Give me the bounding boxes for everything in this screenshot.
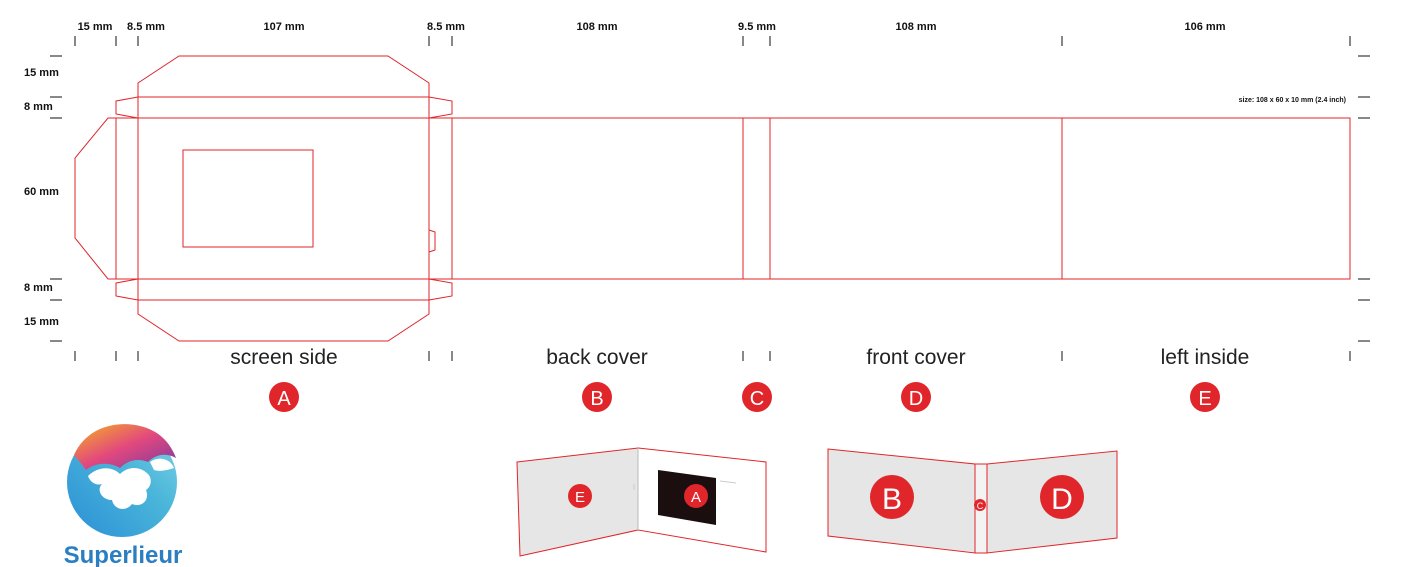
mockup-closed-badge-c: C xyxy=(977,501,984,511)
mockup-closed-brochure: B C D xyxy=(827,448,1118,554)
right-tick-marks xyxy=(1358,55,1370,342)
top-dimension-labels: 15 mm 8.5 mm 107 mm 8.5 mm 108 mm 9.5 mm… xyxy=(78,21,1226,33)
dim-left-1: 15 mm xyxy=(24,67,59,79)
left-dimension-labels: 15 mm 8 mm 60 mm 8 mm 15 mm xyxy=(24,67,59,328)
mockup-open-brochure: E A xyxy=(516,447,767,557)
mockup-open-badge-e: E xyxy=(575,489,585,506)
badge-c: C xyxy=(742,382,772,412)
panel-label-front-cover: front cover xyxy=(866,346,965,369)
svg-text:D: D xyxy=(909,388,923,410)
size-note: size: 108 x 60 x 10 mm (2.4 inch) xyxy=(1239,97,1346,104)
dim-top-2: 8.5 mm xyxy=(127,21,165,33)
panel-badges: A B C D E xyxy=(269,382,1220,412)
usb-notch xyxy=(428,229,436,253)
badge-d: D xyxy=(901,382,931,412)
left-tick-marks xyxy=(50,55,62,342)
dim-left-5: 15 mm xyxy=(24,316,59,328)
panel-label-left-inside: left inside xyxy=(1161,346,1250,369)
dim-top-7: 108 mm xyxy=(896,21,937,33)
brand-name: Superlieur xyxy=(64,542,183,567)
dim-top-8: 106 mm xyxy=(1185,21,1226,33)
panel-label-back-cover: back cover xyxy=(546,346,648,369)
svg-text:E: E xyxy=(1198,388,1211,410)
dieline-cut-lines xyxy=(74,55,1351,342)
mockup-open-badge-a: A xyxy=(691,489,701,506)
top-tick-marks xyxy=(74,36,1351,46)
screen-window-cutout xyxy=(182,149,314,248)
svg-text:B: B xyxy=(590,388,603,410)
badge-e: E xyxy=(1190,382,1220,412)
svg-text:A: A xyxy=(277,388,291,410)
dim-left-3: 60 mm xyxy=(24,186,59,198)
dim-left-2: 8 mm xyxy=(24,101,53,113)
badge-b: B xyxy=(582,382,612,412)
dim-top-4: 8.5 mm xyxy=(427,21,465,33)
svg-text:C: C xyxy=(750,388,764,410)
superlieur-logo: Superlieur xyxy=(64,424,183,567)
mockup-closed-badge-d: D xyxy=(1051,483,1073,516)
mockup-closed-badge-b: B xyxy=(882,483,902,516)
dim-top-6: 9.5 mm xyxy=(738,21,776,33)
dim-top-3: 107 mm xyxy=(264,21,305,33)
badge-a: A xyxy=(269,382,299,412)
dim-left-4: 8 mm xyxy=(24,282,53,294)
panel-label-screen-side: screen side xyxy=(230,346,337,369)
bottom-tick-marks xyxy=(74,351,1351,361)
panel-labels: screen side back cover front cover left … xyxy=(230,346,1249,369)
dim-top-5: 108 mm xyxy=(577,21,618,33)
dim-top-1: 15 mm xyxy=(78,21,113,33)
